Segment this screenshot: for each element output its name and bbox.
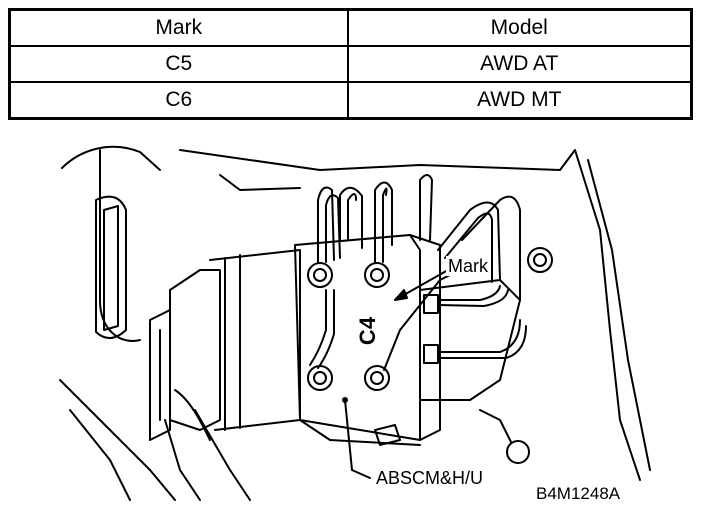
table-row: C6 AWD MT [8, 81, 693, 120]
pipe-fittings [307, 247, 553, 464]
brake-pipes [309, 174, 527, 371]
c4-stamp-label: C4 [355, 316, 381, 346]
abs-unit-callout-label: ABSCM&H/U [374, 468, 486, 488]
mark-leader-line [394, 269, 449, 301]
cell-mark: C5 [8, 45, 349, 83]
figure-code: B4M1248A [536, 484, 621, 504]
pump-motor [149, 249, 301, 501]
header-model: Model [346, 8, 693, 47]
cell-model: AWD MT [346, 81, 693, 120]
abs-unit-illustration [59, 145, 651, 501]
table-header-row: Mark Model [8, 8, 693, 47]
table-row: C5 AWD AT [8, 45, 693, 83]
header-mark: Mark [8, 8, 349, 47]
mark-callout-label: Mark [446, 256, 490, 276]
engine-bay-outline [59, 145, 651, 501]
cell-mark: C6 [8, 81, 349, 120]
cell-model: AWD AT [346, 45, 693, 83]
abs-leader-line [342, 397, 371, 479]
hydraulic-block [294, 234, 521, 461]
mark-model-table: Mark Model C5 AWD AT C6 AWD MT [8, 8, 693, 120]
